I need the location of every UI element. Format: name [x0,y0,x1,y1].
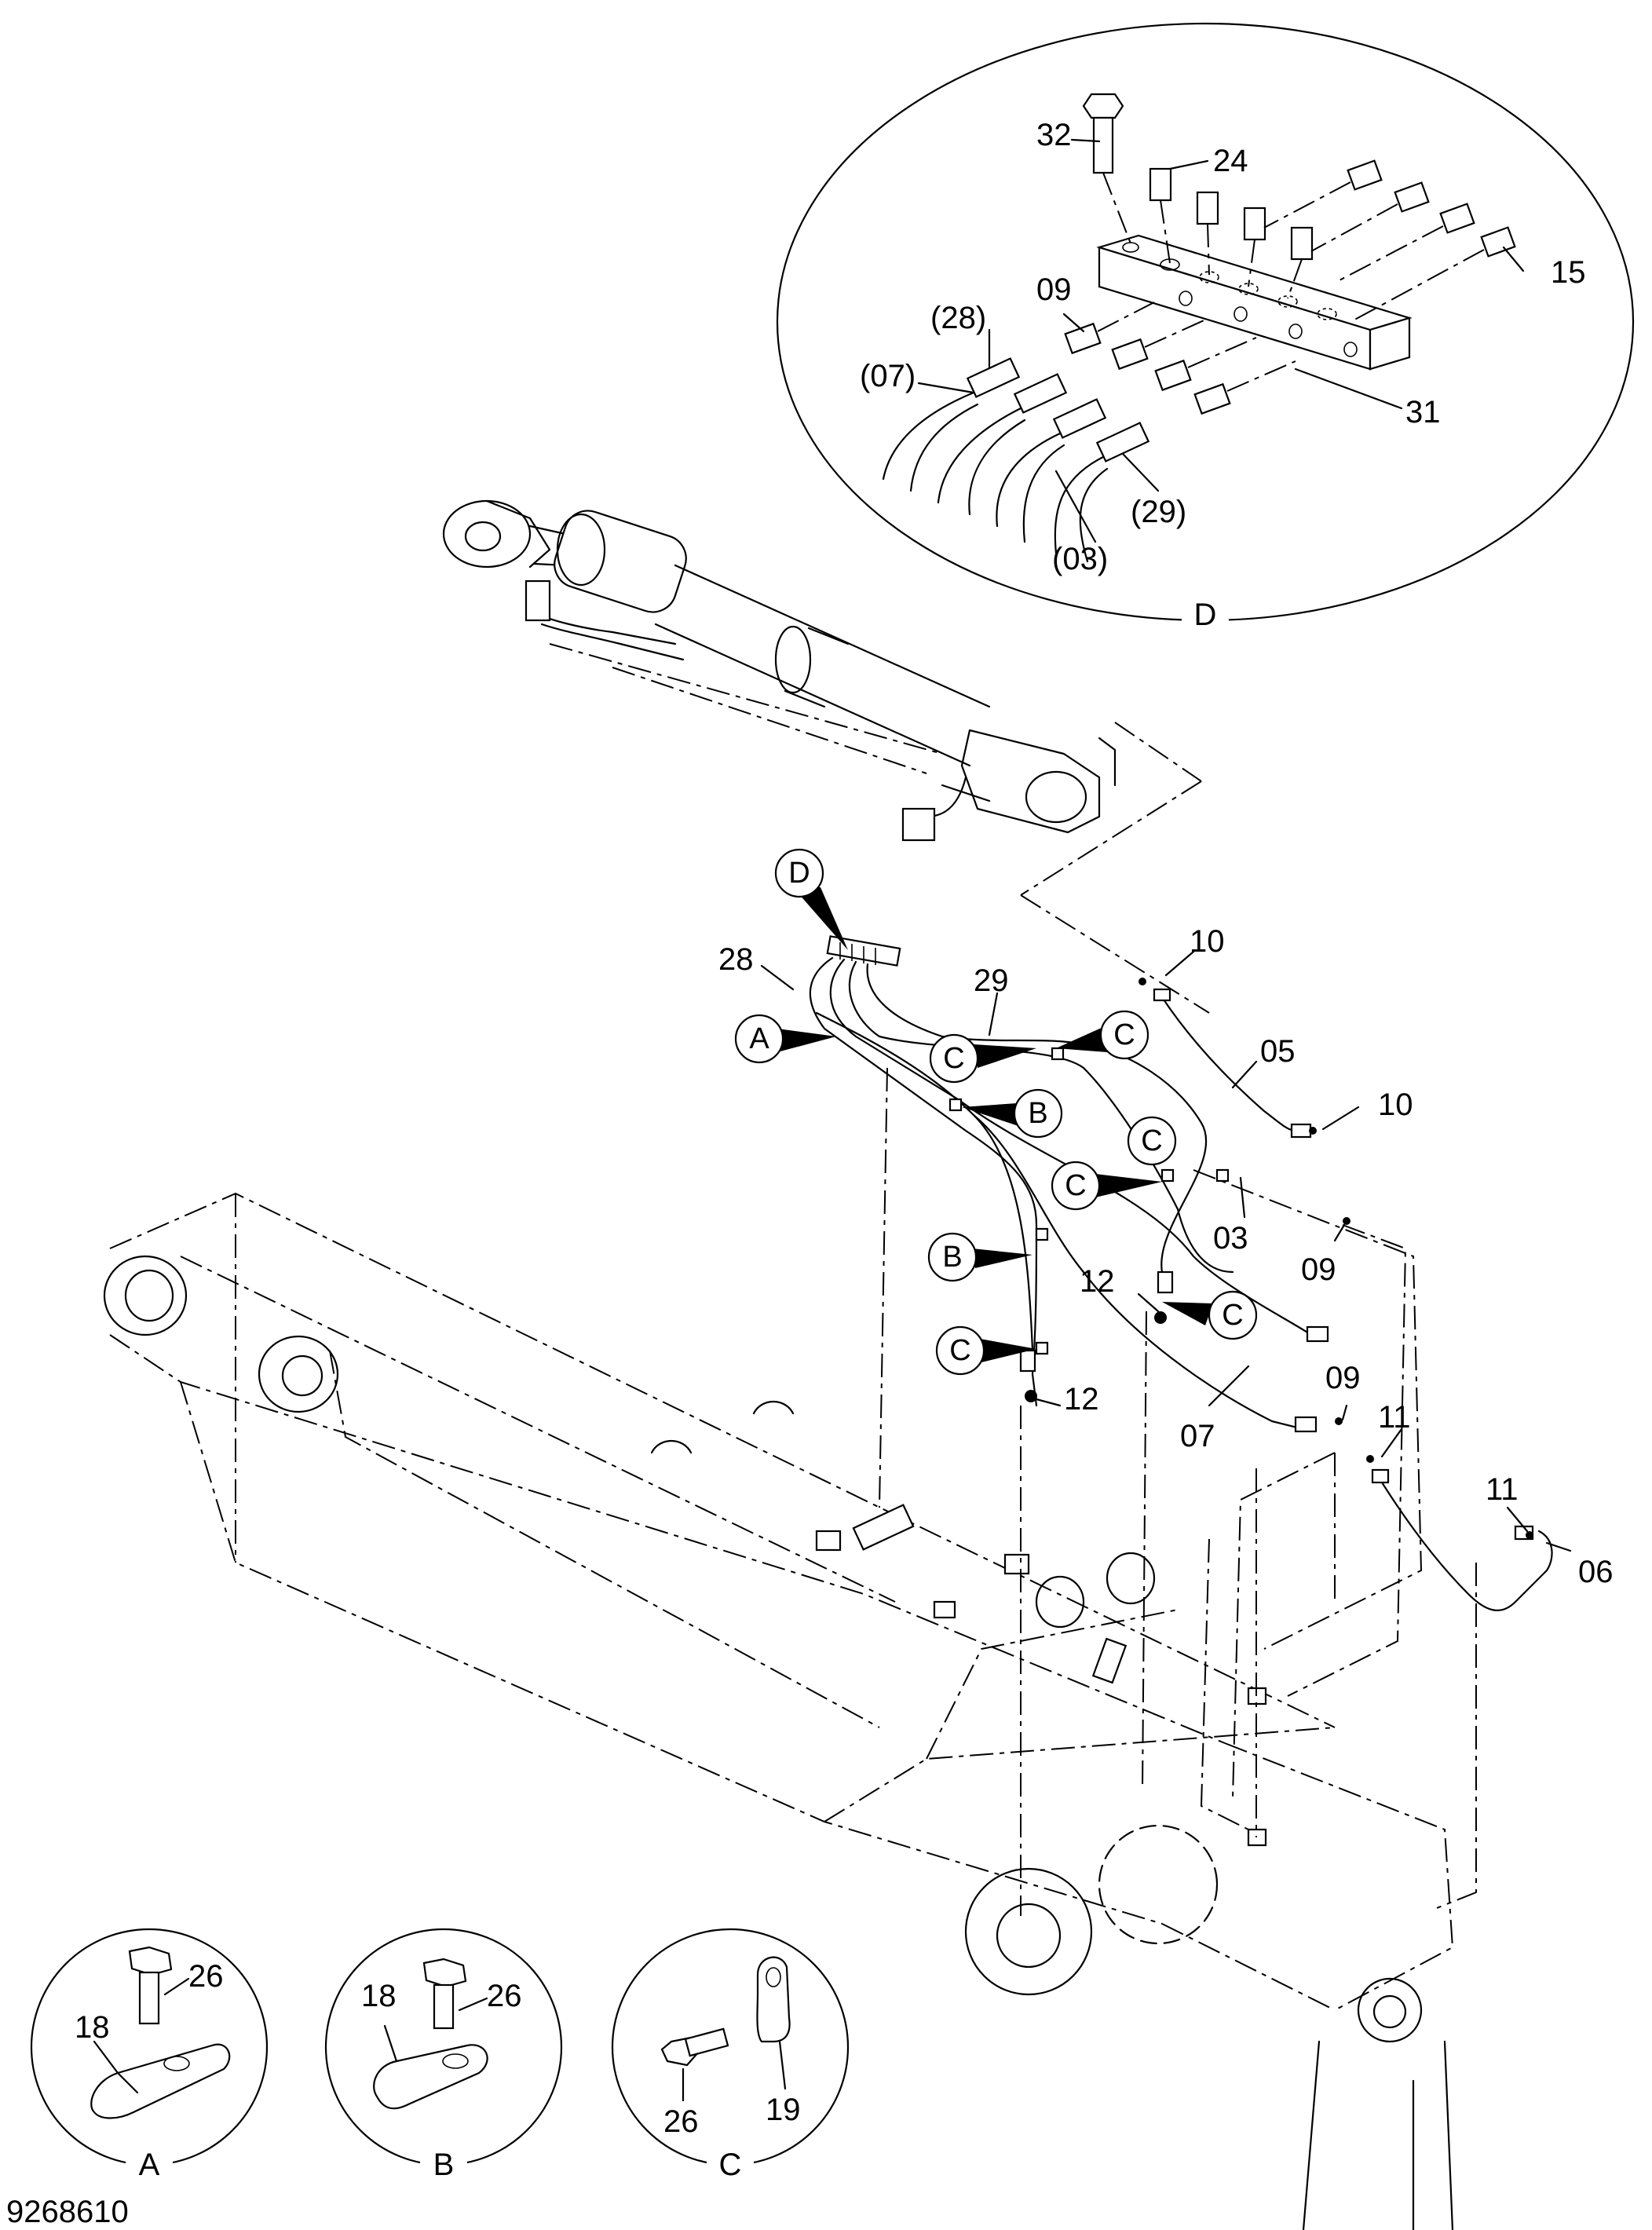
manifold-block [1096,234,1413,371]
svg-text:D: D [788,857,810,890]
callout-c2: C [1056,1010,1149,1060]
label-b-18: 18 [361,1979,397,2013]
label-06: 06 [1578,1555,1614,1589]
label-24: 24 [1213,144,1248,178]
label-b-26: 26 [487,1979,522,2013]
arm-cylinder [442,499,1202,896]
drawing-number: 9268610 [6,2195,129,2229]
label-28: 28 [718,942,754,977]
svg-text:A: A [749,1022,769,1055]
label-a-26: 26 [188,1959,224,1994]
label-05: 05 [1260,1034,1296,1069]
label-03: 03 [1213,1221,1248,1256]
callout-c4: C [1051,1161,1162,1211]
svg-text:C: C [1222,1299,1243,1332]
detail-a-title: A [139,2148,160,2182]
label-07: 07 [1180,1419,1215,1453]
detail-a-view: A 18 26 [30,1928,269,2182]
callout-d: D [774,848,848,950]
bolt-32 [1082,93,1131,244]
label-c-19: 19 [766,2093,801,2127]
main-labels: 28 29 10 05 10 03 09 12 12 09 07 11 11 0… [718,924,1614,1589]
svg-text:C: C [1141,1124,1162,1157]
callout-c5: C [1162,1290,1258,1340]
callouts: D A C C B C C [734,848,1258,1376]
leaders-detail [917,138,1525,543]
svg-text:C: C [949,1334,970,1367]
svg-text:B: B [942,1241,962,1274]
detail-c-title: C [719,2148,742,2182]
label-11-b: 11 [1486,1472,1519,1507]
fittings-15 [1263,159,1516,323]
plugs-24 [1149,167,1314,299]
svg-text:C: C [1113,1018,1135,1051]
label-09-mid: 09 [1301,1252,1336,1287]
callout-c1: C [929,1033,1036,1084]
label-10-top: 10 [1190,924,1225,959]
callout-c3: C [1127,1116,1178,1166]
label-a-18: 18 [75,2010,110,2045]
detail-b-view: B 18 26 [324,1928,563,2182]
label-12-low: 12 [1064,1382,1099,1417]
label-09-detail: 09 [1036,272,1072,307]
label-31: 31 [1405,395,1441,430]
fittings-09-detail [1064,302,1296,415]
detail-d-title: D [1194,598,1217,632]
label-11-a: 11 [1378,1400,1411,1435]
arm-structure [103,1192,1454,2230]
label-07-paren: (07) [860,359,916,393]
routing-dashes [879,894,1477,1916]
callout-a: A [734,1014,836,1064]
label-09-low: 09 [1325,1361,1361,1395]
hoses-detail [882,357,1150,563]
detail-d-ellipse [776,22,1635,622]
callout-c6: C [935,1325,1036,1376]
svg-text:B: B [1028,1097,1047,1130]
label-29: 29 [974,963,1009,998]
detail-c-view: C 26 19 [611,1928,850,2182]
detail-b-title: B [433,2148,455,2182]
svg-text:C: C [1065,1169,1086,1202]
label-32: 32 [1036,118,1072,152]
svg-text:C: C [943,1042,964,1075]
detail-d-view: D [776,22,1635,632]
callout-b1: B [962,1088,1063,1139]
label-15: 15 [1551,255,1586,290]
label-29-paren: (29) [1131,495,1186,529]
label-12-mid: 12 [1080,1264,1115,1299]
label-03-paren: (03) [1052,542,1108,576]
label-10-mid: 10 [1378,1088,1413,1122]
callout-b2: B [927,1232,1032,1282]
label-c-26: 26 [663,2104,699,2139]
label-28-paren: (28) [930,301,986,335]
hose-assembly [809,935,1553,1611]
